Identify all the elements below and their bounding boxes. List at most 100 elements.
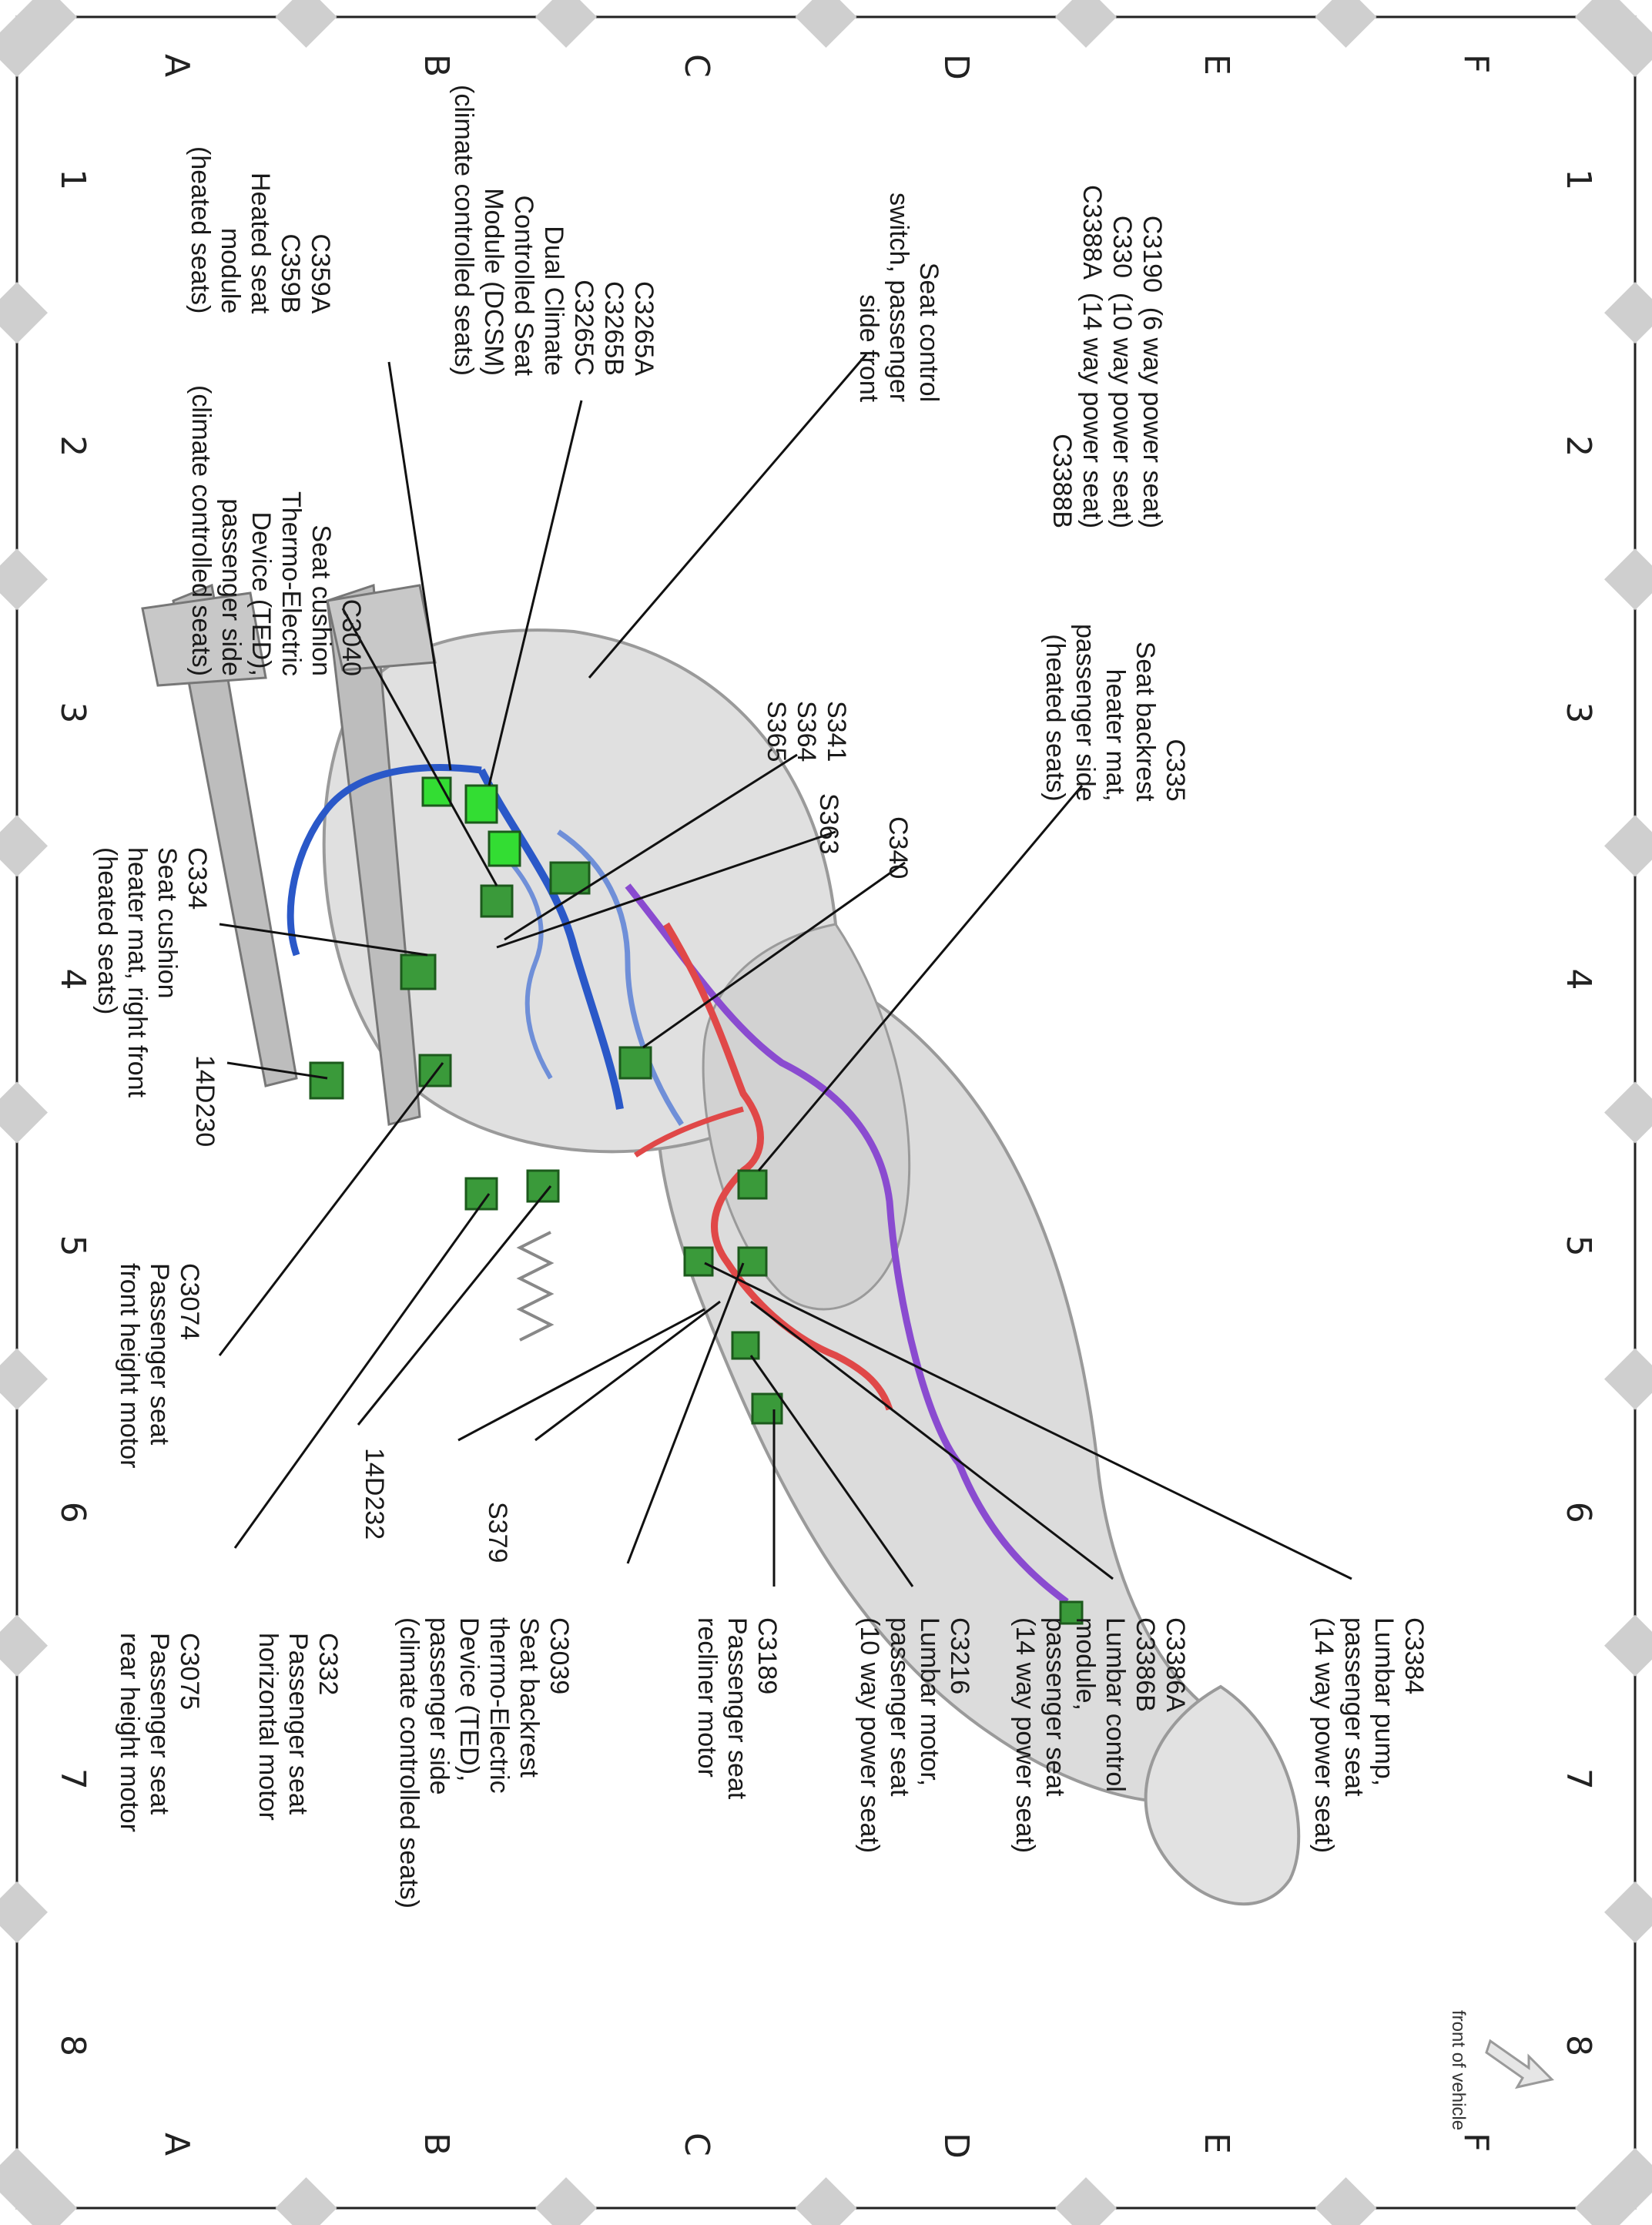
border-diamond-bottom: [0, 1614, 48, 1677]
grid-column-bottom-3: 3: [53, 702, 92, 724]
seat-spring: [516, 1231, 555, 1342]
connector-c332: [526, 1169, 560, 1203]
grid-row-left-D: D: [937, 54, 977, 80]
headrest: [1144, 1684, 1301, 1906]
harness-blue-main: [478, 768, 624, 1110]
grid-column-top-8: 8: [1559, 2034, 1598, 2056]
border-diamond-left: [535, 0, 597, 48]
grid-column-top-2: 2: [1559, 435, 1598, 457]
seat-rail-front: [172, 583, 298, 1087]
border-diamond-left: [275, 0, 337, 48]
border-diamond-right: [15, 2177, 77, 2225]
grid-column-bottom-6: 6: [53, 1501, 92, 1523]
connector-c3265: [464, 784, 498, 824]
harness-light-blue: [557, 829, 684, 1126]
grid-row-right-F: F: [1456, 2133, 1496, 2153]
grid-column-top-3: 3: [1559, 702, 1598, 724]
callout-c3075: C3075 Passenger seat rear height motor: [115, 1633, 204, 1832]
grid-row-right-E: E: [1196, 2133, 1236, 2154]
grid-column-top-4: 4: [1559, 968, 1598, 990]
connector-c3074: [418, 1054, 452, 1087]
border-diamond-left: [795, 0, 857, 48]
border-diamond-right: [1055, 2177, 1117, 2225]
callout-14d232: 14D232: [360, 1448, 389, 1540]
connector-c334: [400, 953, 437, 990]
harness-light-blue-2: [494, 845, 553, 1080]
connector-14d230: [309, 1061, 344, 1100]
border-diamond-bottom: [0, 815, 48, 877]
border-diamond-bottom: [0, 1348, 48, 1410]
grid-row-left-E: E: [1196, 54, 1236, 75]
connector-c3040: [480, 884, 514, 918]
callout-s379: S379: [483, 1502, 512, 1563]
callout-c3039: C3039 Seat backrest thermo-Electric Devi…: [394, 1617, 574, 1908]
callout-c3074: C3074 Passenger seat front height motor: [115, 1263, 204, 1469]
connector-c3075: [464, 1177, 498, 1211]
callout-14d230: 14D230: [190, 1055, 219, 1148]
border-diamond-bottom: [0, 548, 48, 611]
border-diamond-bottom: [0, 282, 48, 344]
grid-column-top-1: 1: [1559, 169, 1598, 191]
grid-column-bottom-5: 5: [53, 1235, 92, 1257]
border-diamond-right: [1315, 2177, 1377, 2225]
callout-c3040: C3040 Seat cushion Thermo-Electric Devic…: [186, 385, 366, 676]
callout-c340: C340: [883, 816, 913, 880]
grid-column-top-7: 7: [1559, 1768, 1598, 1790]
leader-lines: [218, 354, 1352, 1587]
border-diamond-bottom: [0, 1081, 48, 1144]
grid-column-bottom-4: 4: [53, 968, 92, 990]
callout-c3386: C3386A C3386B Lumbar control module, pas…: [1010, 1617, 1190, 1854]
connector-purple-end: [1059, 1600, 1084, 1625]
grid-column-bottom-1: 1: [53, 169, 92, 191]
grid-column-bottom-8: 8: [53, 2034, 92, 2056]
grid-row-left-C: C: [676, 54, 716, 78]
border-diamond-bottom: [0, 1881, 48, 1943]
connector-c359: [421, 776, 452, 807]
harness-red: [663, 922, 893, 1411]
border-diamond-left: [1055, 0, 1117, 48]
border-diamond-top: [1604, 1881, 1652, 1943]
grid-row-left-B: B: [417, 54, 457, 78]
callout-c3216: C3216 Lumbar motor, passenger seat (10 w…: [855, 1617, 974, 1854]
border-diamond-top: [1604, 548, 1652, 611]
connector-c335: [737, 1169, 768, 1200]
border-diamond-right: [275, 2177, 337, 2225]
harness-red-branch: [634, 1106, 744, 1158]
grid-row-right-D: D: [937, 2133, 977, 2159]
grid-row-right-C: C: [676, 2133, 716, 2156]
callout-c3189: C3189 Passenger seat recliner motor: [692, 1617, 782, 1800]
grid-column-top-6: 6: [1559, 1501, 1598, 1523]
callout-c3384: C3384 Lumbar pump, passenger seat (14 wa…: [1309, 1617, 1429, 1854]
callout-c335: C335 Seat backrest heater mat, passenger…: [1040, 624, 1190, 802]
grid-row-right-A: A: [156, 2133, 196, 2156]
callout-s341: S341 S364 S365: [762, 701, 851, 762]
connector-c3039: [737, 1246, 768, 1277]
border-diamond-top: [1604, 282, 1652, 344]
grid-row-right-B: B: [417, 2133, 457, 2156]
callout-seat-control: Seat control switch, passenger side fron…: [854, 193, 943, 403]
border-diamond-top: [1604, 1348, 1652, 1410]
callout-s363: S363: [814, 793, 843, 855]
connector-c3190: [549, 861, 591, 895]
grid-row-left-A: A: [156, 54, 196, 78]
seat-bracket-right: [141, 591, 267, 687]
border-diamond-right: [535, 2177, 597, 2225]
border-diamond-left: [15, 0, 77, 48]
connector-c3216: [731, 1331, 760, 1360]
border-diamond-top: [1604, 1081, 1652, 1144]
border-diamond-top: [1604, 815, 1652, 877]
border-diamond-right: [795, 2177, 857, 2225]
callout-c3265: C3265A C3265B C3265C Dual Climate Contro…: [449, 85, 658, 376]
seat-rail: [326, 583, 421, 1126]
callout-c3190: C3190 (6 way power seat) C330 (10 way po…: [1047, 185, 1167, 529]
harness-purple: [625, 883, 1069, 1605]
grid-column-bottom-7: 7: [53, 1768, 92, 1790]
grid-column-bottom-2: 2: [53, 435, 92, 457]
grid-row-left-F: F: [1456, 54, 1496, 74]
connectors: [309, 776, 1084, 1625]
connector-c340: [618, 1046, 652, 1080]
front-of-vehicle-arrow-icon: [1485, 2039, 1554, 2089]
